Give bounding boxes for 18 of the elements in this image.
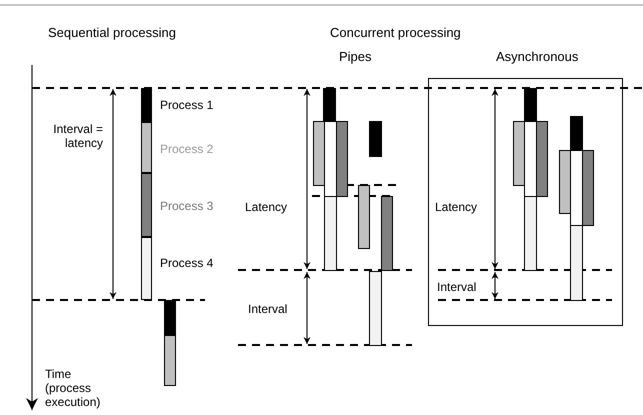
section-heading: Concurrent processing — [330, 26, 461, 40]
dimension-label: Latency — [245, 200, 288, 214]
panel-heading: Pipes — [339, 50, 372, 64]
dimension-label: Interval — [437, 280, 476, 294]
axis-label: Time (process execution) — [45, 367, 102, 409]
panel-heading: Asynchronous — [496, 50, 578, 64]
dimension-label: Interval — [248, 302, 288, 316]
process-label: Process 2 — [160, 142, 214, 156]
process-bar — [141, 173, 152, 237]
process-bar — [141, 122, 152, 173]
dimension-label: Latency — [435, 200, 478, 214]
process-label: Process 1 — [160, 98, 214, 112]
process-bar — [141, 237, 152, 300]
dimension-label: Interval = latency — [52, 122, 103, 150]
process-bar — [141, 88, 152, 122]
process-label: Process 4 — [160, 256, 214, 270]
section-heading: Sequential processing — [48, 26, 176, 40]
process-label: Process 3 — [160, 199, 214, 213]
